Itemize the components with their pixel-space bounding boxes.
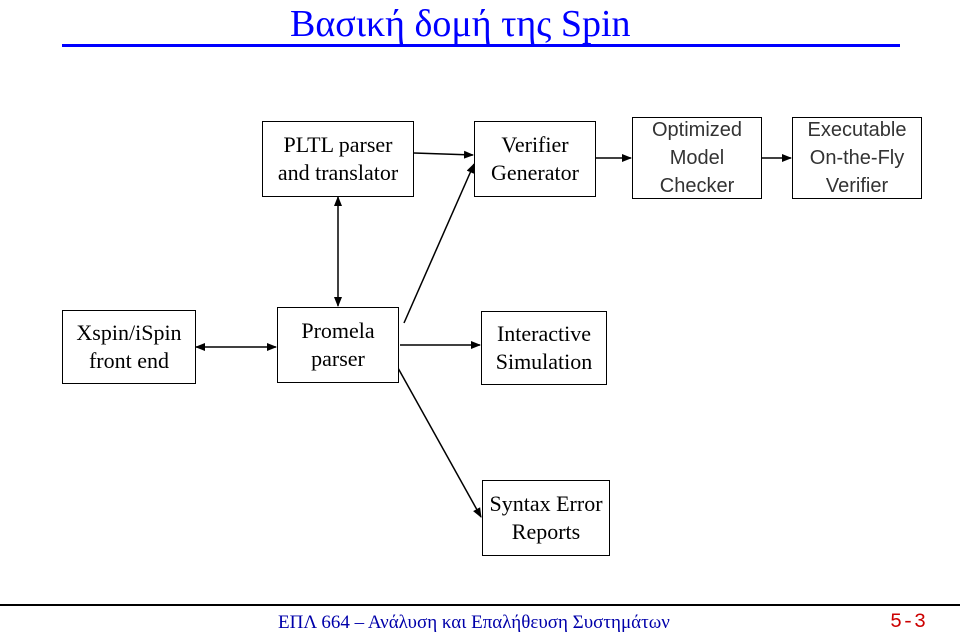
promela-parser-box: Promela parser: [277, 307, 399, 383]
xspin-frontend-box: Xspin/iSpin front end: [62, 310, 196, 384]
slide-title: Βασική δομή της Spin: [290, 3, 631, 45]
promela-parser-line-1: Promela: [301, 318, 375, 343]
arrow-promela-to-syntax-errors: [397, 367, 482, 518]
syntax-error-line-1: Syntax Error: [489, 491, 603, 516]
executable-verifier-line-1: Executable: [807, 119, 907, 141]
title-underline: [62, 44, 900, 47]
pltl-parser-box: PLTL parser and translator: [262, 121, 414, 197]
pltl-parser-line-1: PLTL parser: [283, 132, 393, 157]
executable-verifier-box: Executable On-the-Fly Verifier: [792, 117, 922, 199]
optimized-checker-line-2: Model: [669, 147, 725, 169]
footer-divider: [0, 604, 960, 606]
optimized-checker-line-1: Optimized: [651, 119, 743, 141]
pltl-parser-line-2: and translator: [277, 160, 399, 185]
interactive-simulation-line-2: Simulation: [495, 349, 593, 374]
syntax-error-line-2: Reports: [511, 519, 581, 544]
optimized-checker-line-3: Checker: [659, 175, 735, 197]
verifier-generator-line-1: Verifier: [501, 132, 569, 157]
promela-parser-line-2: parser: [311, 346, 365, 371]
page-number: 5-3: [889, 611, 926, 634]
xspin-frontend-line-1: Xspin/iSpin: [76, 320, 182, 345]
footer-course-code: ΕΠΛ 664: [278, 612, 350, 633]
interactive-simulation-line-1: Interactive: [496, 321, 592, 346]
footer-subject: Ανάλυση και Επαλήθευση Συστημάτων: [367, 612, 670, 633]
arrow-promela-to-generator: [403, 163, 475, 324]
verifier-generator-box: Verifier Generator: [474, 121, 596, 197]
footer-dash: –: [354, 612, 365, 633]
syntax-error-reports-box: Syntax Error Reports: [482, 480, 610, 556]
xspin-frontend-line-2: front end: [88, 348, 170, 373]
interactive-simulation-box: Interactive Simulation: [481, 311, 607, 385]
footer-course-title: ΕΠΛ 664 – Ανάλυση και Επαλήθευση Συστημά…: [278, 612, 670, 634]
arrow-pltl-to-generator: [413, 150, 474, 159]
verifier-generator-line-2: Generator: [491, 160, 579, 185]
executable-verifier-line-2: On-the-Fly: [809, 147, 905, 169]
optimized-checker-box: Optimized Model Checker: [632, 117, 762, 199]
executable-verifier-line-3: Verifier: [825, 175, 889, 197]
